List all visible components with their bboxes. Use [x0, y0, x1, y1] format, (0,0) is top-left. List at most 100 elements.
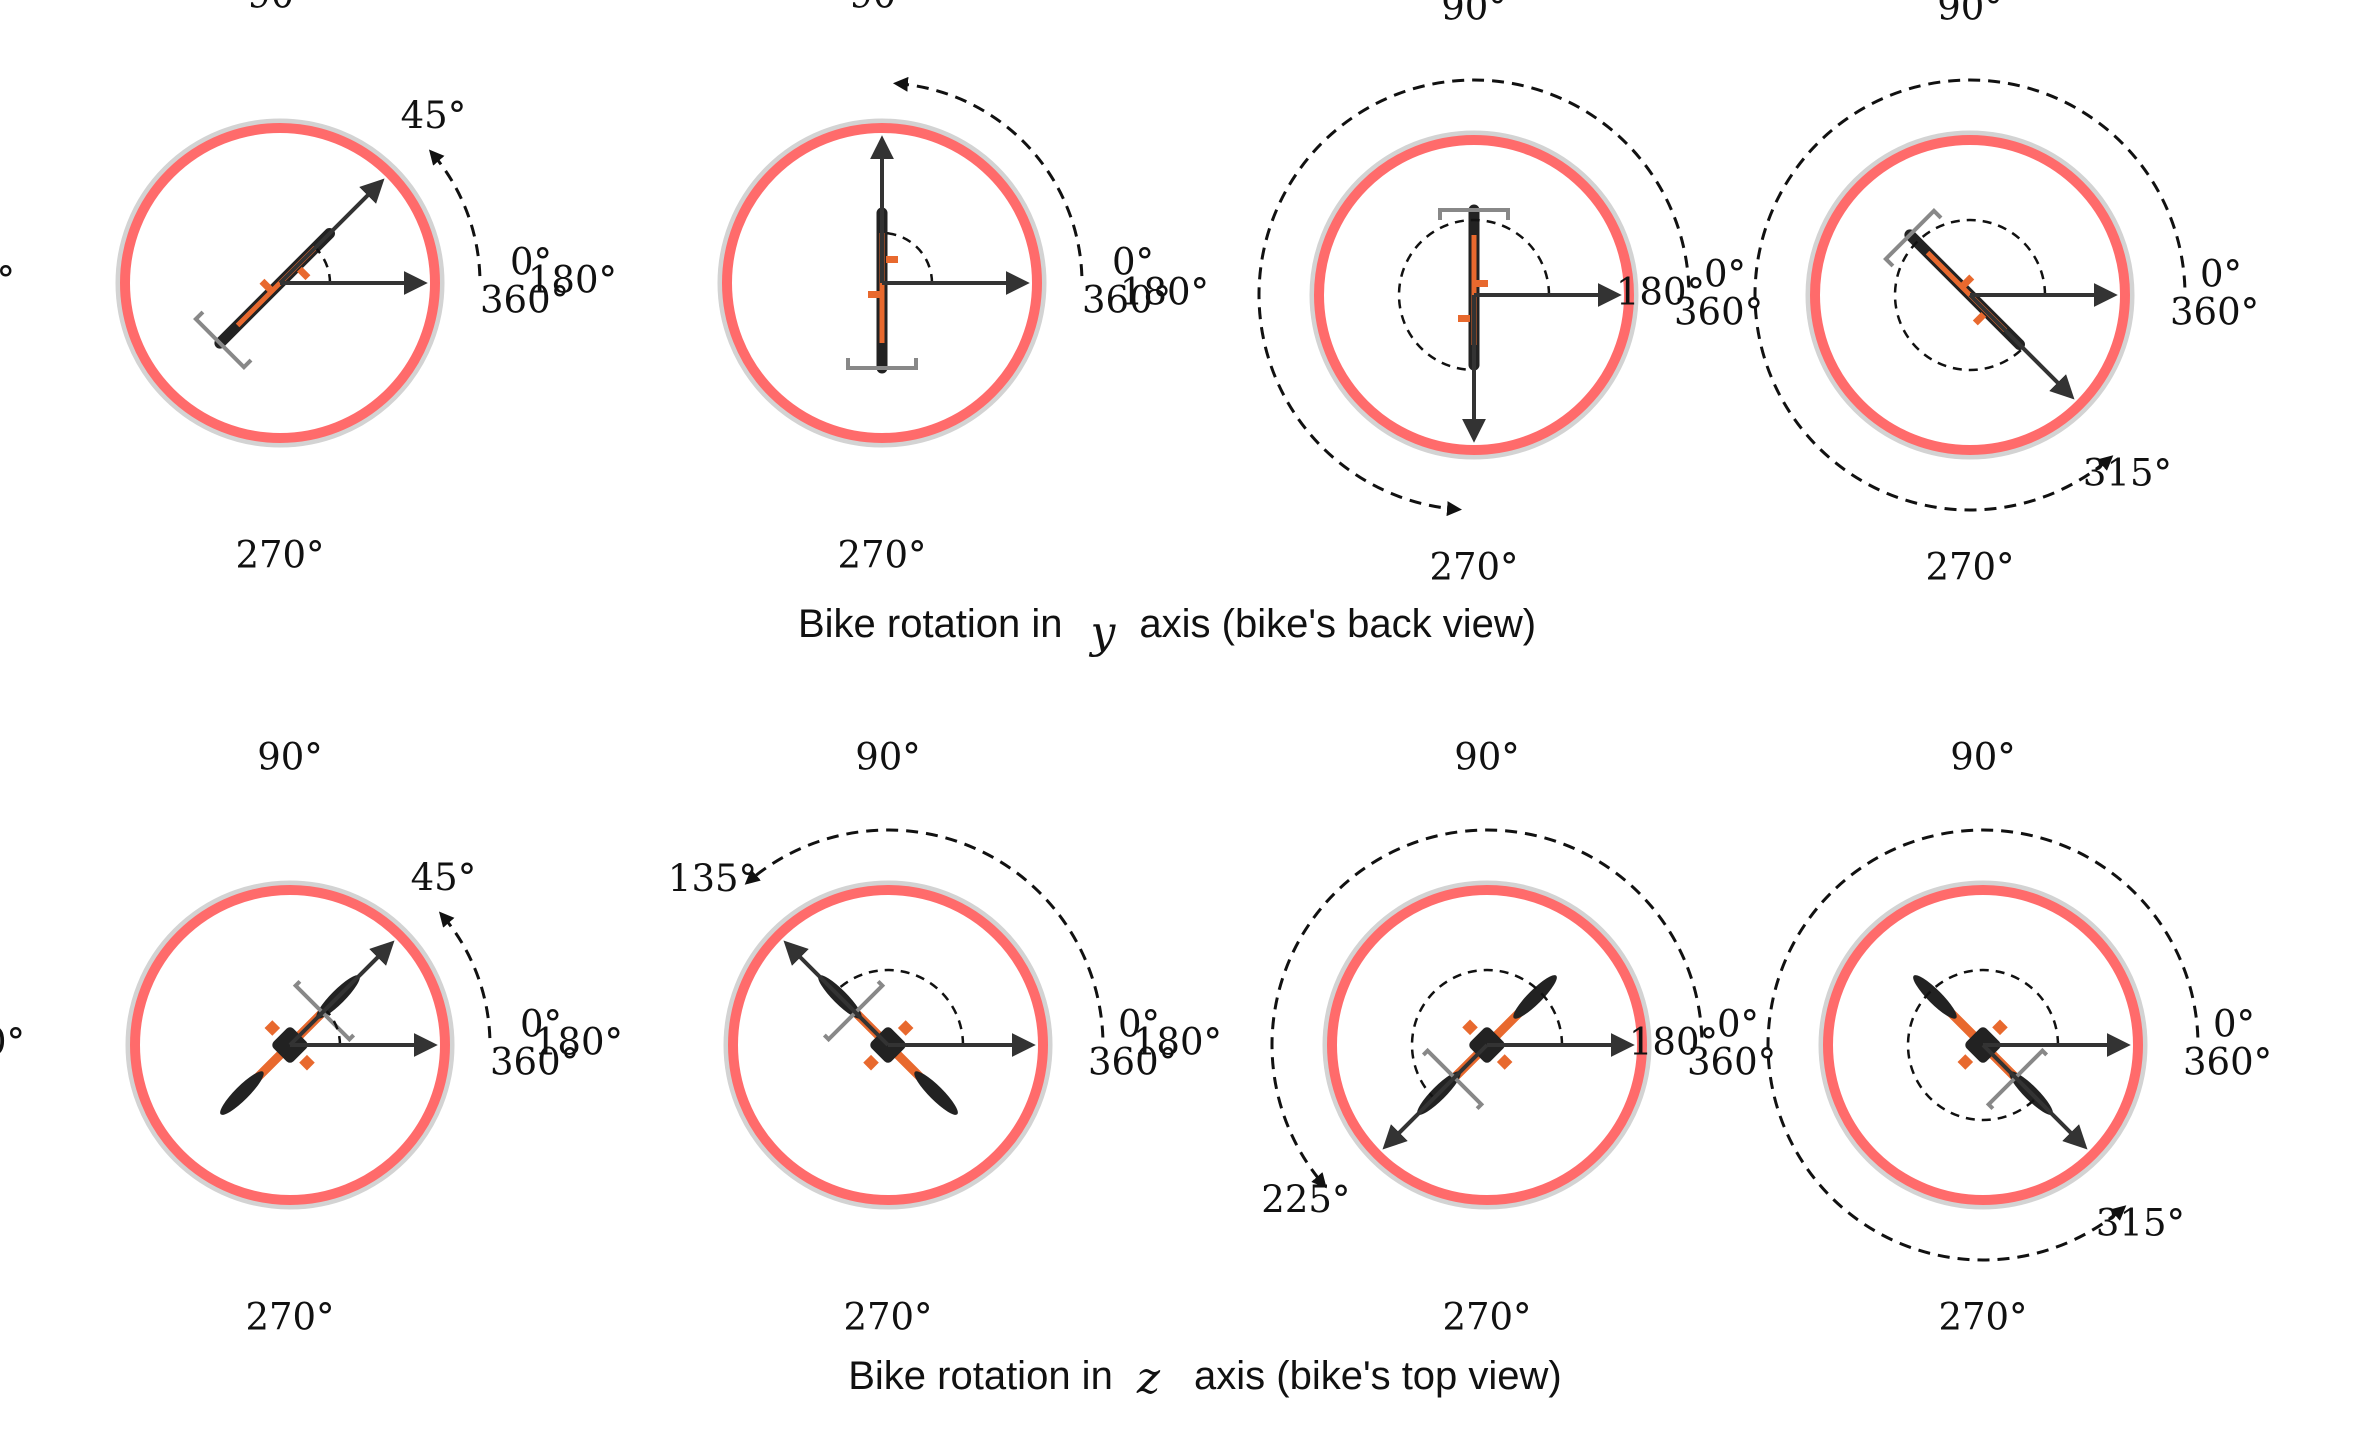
- dial-ring: [728, 885, 1048, 1205]
- label-90: 90°: [855, 736, 921, 779]
- label-90: 90°: [849, 0, 915, 17]
- label-0: 0°: [1704, 253, 1746, 296]
- dial-ring: [722, 123, 1042, 443]
- pedal-bottom: [1458, 315, 1470, 322]
- label-270: 270°: [1442, 1296, 1531, 1339]
- dial-panel-y-270: 90°270°180°0°360°: [1120, 0, 1763, 589]
- pedal-bottom: [886, 256, 898, 263]
- caption-z-axis: Bike rotation in z axis (bike's top view…: [848, 1353, 1562, 1404]
- pedal-bottom: [1972, 311, 1987, 326]
- outer-rotation-arc: [438, 911, 492, 1039]
- dial-panel-z-45: 90°270°180°0°360°45°: [0, 736, 579, 1339]
- label-90: 90°: [1937, 0, 2003, 29]
- label-360: 360°: [490, 1041, 579, 1084]
- panels-layer: 90°270°180°0°360°45°90°270°180°0°360°90°…: [0, 0, 2272, 1339]
- dial-ring-shadow: [125, 880, 455, 1210]
- label-180: 180°: [1629, 1021, 1718, 1064]
- inner-angle-arc: [1397, 218, 1551, 372]
- label-90: 90°: [1441, 0, 1507, 29]
- label-270: 270°: [1429, 546, 1518, 589]
- pedal-top: [259, 278, 273, 293]
- handlebar: [193, 310, 253, 370]
- dial-ring: [1327, 885, 1647, 1205]
- label-360: 360°: [2170, 291, 2259, 334]
- handlebar: [846, 358, 918, 370]
- label-270: 270°: [1938, 1296, 2027, 1339]
- inner-angle-arc: [324, 1008, 342, 1046]
- dial-ring-shadow: [1805, 130, 2135, 460]
- dial-ring: [130, 885, 450, 1205]
- rear-wheel: [914, 1071, 958, 1115]
- label-180: 180°: [0, 259, 15, 302]
- outer-rotation-arc: [1766, 828, 2200, 1262]
- rotation-angle-label: 315°: [2083, 452, 2172, 495]
- dial-ring-shadow: [1309, 130, 1639, 460]
- rotation-direction-arrow: [1382, 1043, 1489, 1150]
- rotation-direction-arrow: [278, 178, 385, 285]
- label-180: 180°: [528, 259, 617, 302]
- outer-rotation-arc: [1753, 78, 2187, 512]
- label-0: 0°: [1112, 241, 1154, 284]
- label-360: 360°: [480, 279, 569, 322]
- label-180: 180°: [534, 1021, 623, 1064]
- rear-wheel: [220, 1071, 264, 1115]
- dial-panel-z-225: 90°270°180°0°360°225°: [1133, 736, 1776, 1339]
- pedal-bottom: [296, 266, 311, 281]
- rotation-direction-arrow: [783, 940, 890, 1047]
- dial-ring: [120, 123, 440, 443]
- pedal-top: [1476, 280, 1488, 287]
- pedal-left: [1992, 1019, 2008, 1036]
- inner-angle-arc: [314, 246, 332, 284]
- outer-rotation-arc: [892, 76, 1084, 277]
- inner-angle-arc: [881, 231, 934, 284]
- label-360: 360°: [1088, 1041, 1177, 1084]
- label-90: 90°: [1950, 736, 2016, 779]
- outer-rotation-arc: [744, 828, 1105, 1038]
- rotation-angle-label: 45°: [401, 94, 467, 137]
- dial-panel-y-45: 90° 270° 180° 0°360° 45°: [0, 0, 569, 577]
- label-90: 90°: [247, 0, 313, 17]
- pedal-right: [299, 1054, 315, 1071]
- label-0: 0°: [1118, 1003, 1160, 1046]
- rotation-direction-arrow: [1981, 1043, 2088, 1150]
- rear-wheel: [1513, 975, 1557, 1019]
- dial-ring-shadow: [723, 880, 1053, 1210]
- rotation-angle-label: 45°: [411, 856, 477, 899]
- pedal-right: [897, 1020, 914, 1036]
- dial-panel-y-315: 90°270°180°0°360°315°: [1616, 0, 2259, 589]
- dial-ring: [1823, 885, 2143, 1205]
- label-270: 270°: [235, 534, 324, 577]
- pedal-left: [1496, 1054, 1513, 1070]
- rotation-direction-arrow: [288, 940, 395, 1047]
- dial-panel-z-135: 90°270°180°0°360°135°: [534, 736, 1177, 1339]
- label-270: 270°: [843, 1296, 932, 1339]
- label-270: 270°: [245, 1296, 334, 1339]
- label-0: 0°: [2200, 253, 2242, 296]
- pedal-left: [264, 1020, 281, 1036]
- label-360: 360°: [1674, 291, 1763, 334]
- handlebar: [1438, 208, 1510, 220]
- dial-ring-shadow: [1818, 880, 2148, 1210]
- rotation-angle-label: 225°: [1261, 1178, 1350, 1221]
- label-90: 90°: [257, 736, 323, 779]
- dial-ring-shadow: [717, 118, 1047, 448]
- label-0: 0°: [510, 241, 552, 284]
- handlebar: [1883, 208, 1943, 268]
- dial-ring-shadow: [115, 118, 445, 448]
- outer-rotation-arc: [428, 149, 482, 277]
- pedal-right: [1462, 1019, 1478, 1036]
- dial-panel-y-90: 90°270°180°0°360°: [528, 0, 1171, 577]
- dial-ring: [1810, 135, 2130, 455]
- outer-rotation-arc: [1270, 828, 1704, 1189]
- label-180: 180°: [1616, 271, 1705, 314]
- label-180: 180°: [1133, 1021, 1222, 1064]
- rotation-angle-label: 315°: [2096, 1202, 2185, 1245]
- inner-angle-arc: [1410, 968, 1564, 1099]
- label-0: 0°: [2213, 1003, 2255, 1046]
- inner-angle-arc: [834, 968, 965, 1046]
- caption-y-axis: Bike rotation in y axis (bike's back vie…: [798, 602, 1536, 658]
- label-180: 180°: [1120, 271, 1209, 314]
- label-180: 180°: [0, 1021, 25, 1064]
- pedal-top: [1960, 274, 1975, 288]
